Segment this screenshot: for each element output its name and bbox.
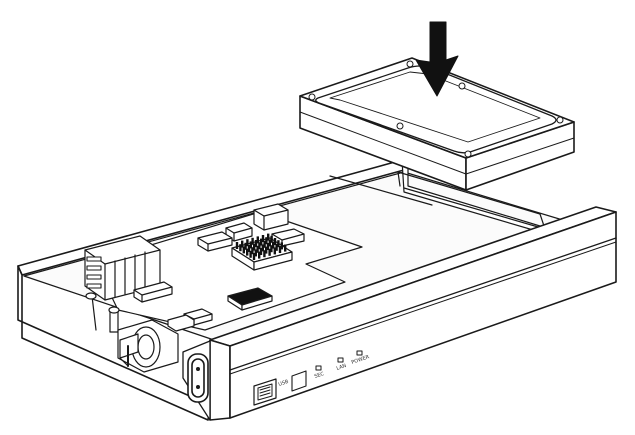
lan-label: LAN: [336, 363, 348, 372]
power-button[interactable]: [187, 353, 209, 403]
usb-port[interactable]: [253, 370, 307, 406]
lan-port: [84, 235, 161, 301]
front-panel-face: [209, 339, 231, 421]
chip-top-center: [253, 203, 289, 231]
sec-label: SEC: [314, 371, 326, 380]
left-internal-components: [85, 292, 195, 373]
heatsink: [231, 233, 293, 271]
arrow-down-icon: [415, 21, 459, 97]
front-panel-front: [229, 211, 617, 419]
led-indicators: [315, 350, 363, 371]
chip-left: [197, 231, 233, 252]
hdd-screws: [308, 60, 564, 158]
enclosure-left-wall: [17, 265, 211, 421]
front-panel-labels: USB SEC LAN POWER: [278, 354, 371, 388]
chip-right: [271, 228, 305, 247]
hard-drive: [299, 57, 575, 191]
usb-label: USB: [278, 379, 290, 388]
power-label: POWER: [351, 354, 371, 366]
chip-low-left: [133, 281, 173, 303]
motherboard: [84, 203, 363, 331]
front-panel: [182, 206, 617, 421]
processor-chip: [227, 287, 273, 311]
